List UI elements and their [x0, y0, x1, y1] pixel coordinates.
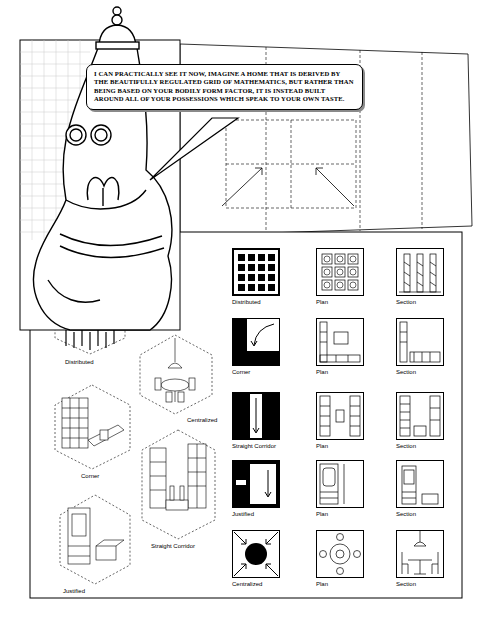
drawing-label: Centralized [186, 417, 218, 424]
character [34, 7, 172, 330]
tile-icon [316, 318, 364, 366]
tile-label: Plan [316, 511, 378, 518]
tile-label: Centralized [232, 581, 294, 588]
tile-icon [232, 392, 280, 440]
tile-icon [316, 530, 364, 578]
pattern-tile: Justified [232, 460, 294, 518]
pattern-tile: Corner [232, 318, 294, 376]
tile-icon [232, 530, 280, 578]
tile-icon [396, 460, 444, 508]
tile-label: Straight Corridor [232, 443, 294, 450]
iso-justified [60, 495, 130, 584]
plan-tile: Plan [316, 392, 378, 450]
tile-icon [316, 392, 364, 440]
speech-bubble: I CAN PRACTICALLY SEE IT NOW, IMAGINE A … [86, 64, 363, 110]
speech-text: I CAN PRACTICALLY SEE IT NOW, IMAGINE A … [94, 70, 355, 104]
drawing-label: Distributed [64, 359, 95, 366]
tile-label: Plan [316, 299, 378, 306]
tile-label: Corner [232, 369, 294, 376]
plan-tile: Plan [316, 460, 378, 518]
drawing-label: Justified [62, 588, 86, 595]
plan-tile: Plan [316, 248, 378, 306]
section-tile: Section [396, 460, 458, 518]
tile-icon [396, 248, 444, 296]
tile-label: Section [396, 299, 458, 306]
tile-label: Section [396, 511, 458, 518]
tile-icon [232, 318, 280, 366]
tile-label: Plan [316, 581, 378, 588]
section-tile: Section [396, 530, 458, 588]
plan-tile: Plan [316, 530, 378, 588]
tile-icon [232, 248, 280, 296]
drawing-label: Straight Corridor [150, 543, 196, 550]
tile-label: Plan [316, 443, 378, 450]
section-tile: Section [396, 248, 458, 306]
tile-icon [316, 248, 364, 296]
bubble-tail [150, 118, 238, 180]
section-tile: Section [396, 318, 458, 376]
plan-tile: Plan [316, 318, 378, 376]
tile-icon [396, 318, 444, 366]
tile-label: Justified [232, 511, 294, 518]
pattern-tile: Distributed [232, 248, 294, 306]
section-tile: Section [396, 392, 458, 450]
tile-label: Section [396, 581, 458, 588]
tile-icon [396, 392, 444, 440]
tile-icon [232, 460, 280, 508]
tile-label: Section [396, 369, 458, 376]
drawing-label: Corner [80, 473, 100, 480]
iso-centralized [140, 335, 212, 414]
iso-straight-corridor [142, 430, 215, 539]
tile-label: Plan [316, 369, 378, 376]
tile-icon [316, 460, 364, 508]
tile-icon [396, 530, 444, 578]
tile-label: Section [396, 443, 458, 450]
pattern-tile: Centralized [232, 530, 294, 588]
tile-label: Distributed [232, 299, 294, 306]
iso-corner [55, 385, 130, 469]
pattern-tile: Straight Corridor [232, 392, 294, 450]
